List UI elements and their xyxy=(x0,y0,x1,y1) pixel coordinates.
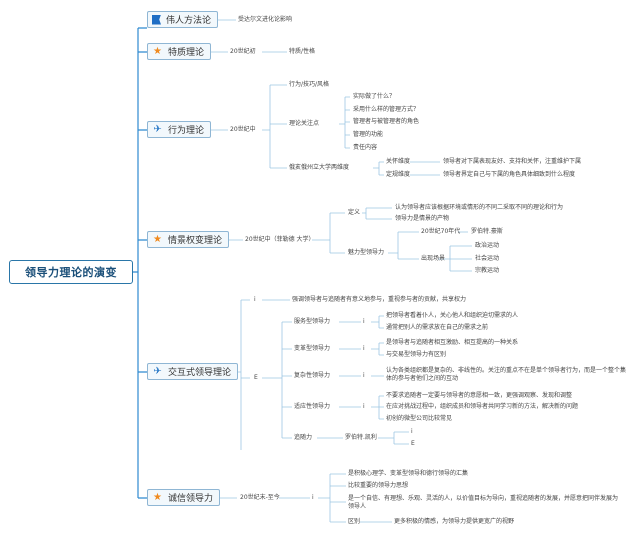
node-text: 俄亥俄州立大学两维度 xyxy=(289,164,350,171)
node-text: 受达尔文进化论影响 xyxy=(238,16,293,23)
marker-e: E xyxy=(254,374,258,381)
era-label: 20世纪初 xyxy=(230,48,256,55)
branch-behavior-theory[interactable]: ✈ 行为理论 xyxy=(147,121,212,138)
node-text: 服务型领导力 xyxy=(294,318,331,325)
root-topic[interactable]: 领导力理论的演变 xyxy=(9,260,133,284)
node-text: 是一个自信、有理想、乐观、灵活的人，以价值目标为导向，重视追随者的发展，并愿意把… xyxy=(348,495,619,510)
node-text: 比较重要的领导力思想 xyxy=(348,482,409,489)
era-label: 20世纪末-至今 xyxy=(240,494,280,501)
era-label: 20世纪70年代 xyxy=(421,228,461,235)
node-text: 区别 xyxy=(348,518,361,525)
node-text: 认为各类组织都是复杂的、非线性的。关注的重点不在是单个领导者行为，而是一个整个集… xyxy=(386,367,627,382)
node-text: 强调领导者与追随者有意义地参与，重视参与者的贡献，共享权力 xyxy=(292,296,467,303)
star-icon: ★ xyxy=(153,492,162,503)
node-text: 政治运动 xyxy=(475,242,500,249)
flag-icon xyxy=(152,14,161,25)
node-text: 在应对挑战过程中，组织成员和领导者共同学习新的方法，解决新的问题 xyxy=(386,403,579,410)
marker-i: i xyxy=(363,318,365,325)
node-text: 适应性领导力 xyxy=(294,403,331,410)
branch-authentic-leadership[interactable]: ★ 诚信领导力 xyxy=(147,489,221,506)
branch-label: 特质理论 xyxy=(168,48,205,58)
node-text: 初创的微型公司比较常见 xyxy=(386,415,453,422)
node-text: 采用什么样的管理方式？ xyxy=(353,106,420,113)
era-label: 20世纪中 xyxy=(230,126,256,133)
star-icon: ★ xyxy=(153,46,162,57)
star-icon: ★ xyxy=(153,234,162,245)
node-text: 罗伯特.豪斯 xyxy=(471,228,503,235)
node-text: 魅力型领导力 xyxy=(348,249,385,256)
branch-label: 伟人方法论 xyxy=(166,16,212,26)
node-text: 理论关注点 xyxy=(289,120,320,127)
node-text: 通常把别人的需求放在自己的需求之前 xyxy=(386,324,489,331)
node-text: 领导力是情景的产物 xyxy=(395,215,450,222)
era-label: 20世纪中（菲勒德 大学） xyxy=(245,236,315,243)
node-text: 是积极心理学、变革型领导和德行领导的汇集 xyxy=(348,470,469,477)
paper-plane-icon: ✈ xyxy=(153,366,162,377)
node-text: 与交易型领导力有区别 xyxy=(386,351,447,358)
node-text: 定规维度 xyxy=(386,171,411,178)
branch-label: 情景权变理论 xyxy=(168,236,223,246)
node-text: 责任内容 xyxy=(353,144,378,151)
node-text: 社会运动 xyxy=(475,255,500,262)
node-text: 宗教运动 xyxy=(475,267,500,274)
marker-i: i xyxy=(363,372,365,379)
node-text: 行为/技巧/风格 xyxy=(289,81,330,88)
node-text: 变革型领导力 xyxy=(294,345,331,352)
node-text: 关怀维度 xyxy=(386,158,411,165)
branch-label: 诚信领导力 xyxy=(168,494,214,504)
node-text: 复杂性领导力 xyxy=(294,372,331,379)
node-text: 认为领导者应该根据环境或情形的不同二采取不同的理论和行为 xyxy=(395,204,564,211)
marker-e: E xyxy=(411,440,415,447)
marker-i: i xyxy=(363,403,365,410)
branch-trait-theory[interactable]: ★ 特质理论 xyxy=(147,43,212,60)
branch-great-man[interactable]: 伟人方法论 xyxy=(147,11,219,28)
marker-i: i xyxy=(254,296,256,303)
branch-interactive-theory[interactable]: ✈ 交互式领导理论 xyxy=(147,363,239,380)
branch-label: 行为理论 xyxy=(168,126,205,136)
node-text: 领导者界定自己与下属的角色具体细致到什么程度 xyxy=(443,171,576,178)
branch-label: 交互式领导理论 xyxy=(168,368,232,378)
marker-i: i xyxy=(411,428,413,435)
node-text: 罗伯特.凯利 xyxy=(345,434,377,441)
paper-plane-icon: ✈ xyxy=(153,124,162,135)
node-text: 不要求追随者一定要与领导者的意愿相一致，更强调观察、发现和调整 xyxy=(386,392,573,399)
branch-contingency-theory[interactable]: ★ 情景权变理论 xyxy=(147,231,230,248)
node-text: 管理者与被管理者的角色 xyxy=(353,118,420,125)
node-text: 领导者对下属表现友好、支持和关怀，注重维护下属 xyxy=(443,158,582,165)
node-text: 是领导者与追随者相互激励、相互提高的一种关系 xyxy=(386,339,519,346)
marker-i: i xyxy=(312,494,314,501)
node-text: 定义 xyxy=(348,209,361,216)
node-text: 更多积极的情感，为领导力提供更宽广的视野 xyxy=(394,518,515,525)
marker-i: i xyxy=(363,345,365,352)
node-text: 特质/性格 xyxy=(289,48,316,55)
node-text: 管理的功能 xyxy=(353,131,384,138)
node-text: 实际做了什么？ xyxy=(353,93,396,100)
node-text: 把领导者看着仆人，关心他人和组织迫切需求的人 xyxy=(386,312,519,319)
node-text: 出现场景 xyxy=(421,255,446,262)
node-text: 追随力 xyxy=(294,434,313,441)
